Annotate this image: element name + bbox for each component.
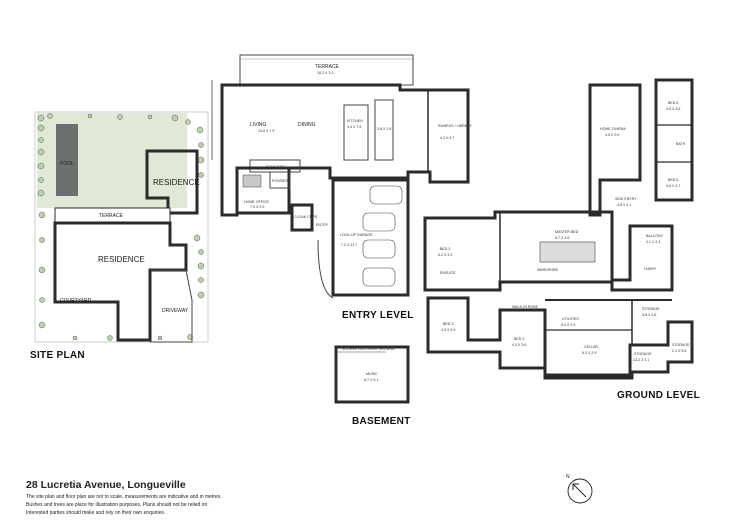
ground-side-entry-dims: 4.8 X 4.1: [617, 203, 631, 207]
ground-master-bed-dims: 6.7 X 3.8: [555, 236, 569, 240]
ground-level: HOME CINEMA 4.5 X 9.0 BED 6 3.6 X 3.6 BA…: [423, 78, 700, 401]
ground-lower-walls: [426, 296, 694, 380]
site-label-residence-upper: RESIDENCE: [153, 178, 200, 187]
ground-side-entry-name: SIDE ENTRY: [615, 197, 637, 201]
ground-middle-walls: [423, 210, 674, 292]
basement-title: BASEMENT: [352, 416, 411, 427]
basement-music-dims: 6.7 X 5.1: [364, 378, 378, 382]
entry-living-dims: 10.8 X 7.9: [258, 129, 274, 133]
site-label-terrace: TERRACE: [99, 213, 124, 219]
site-trees: [37, 113, 205, 341]
site-boundary: [34, 111, 209, 343]
entry-level-title: ENTRY LEVEL: [342, 310, 414, 321]
ground-utilities-name: UTILITIES: [562, 317, 579, 321]
entry-terrace-dims: 18.2 X 3.3: [317, 71, 333, 75]
ground-bed4-name: BED 4: [514, 337, 524, 341]
basement: ACCESS VIA LOWER GROUND MUSIC 6.7 X 5.1 …: [334, 345, 411, 427]
site-plan-title: SITE PLAN: [30, 350, 85, 361]
entry-cloak-name: CLOAK CUPD: [294, 215, 318, 219]
entry-office-name: HOME OFFICE: [244, 200, 270, 204]
entry-garage: [331, 178, 410, 297]
ground-storage3-name: STORAGE: [672, 343, 690, 347]
entry-powder: [269, 171, 291, 189]
ground-bed3-dims: 4.5 X 4.9: [441, 328, 455, 332]
entry-kitchen: [343, 104, 369, 161]
site-label-courtyard: COURTYARD: [60, 298, 92, 304]
ground-cinema-dims: 4.5 X 9.0: [605, 133, 619, 137]
entry-terrace-name: TERRACE: [315, 64, 340, 70]
ground-bed5-dims: 3.6 X 3.7: [666, 184, 680, 188]
entry-cloak: [290, 203, 314, 232]
site-pool: [56, 124, 78, 196]
ground-cellar-name: CELLAR: [584, 345, 598, 349]
entry-level: TERRACE 18.2 X 3.3 LIVING 10.8 X 7.9 DIN…: [211, 54, 472, 321]
compass-label: N: [566, 474, 570, 480]
entry-rumpus-dims: 4.3 X 6.7: [440, 136, 454, 140]
basement-access-name: ACCESS VIA LOWER GROUND: [342, 347, 395, 351]
ground-storage1-name: STORAGE: [642, 307, 660, 311]
ground-level-title: GROUND LEVEL: [617, 390, 700, 401]
site-label-pool: POOL: [60, 161, 74, 167]
entry-rumpus-name: RUMPUS / LIBRARY: [438, 124, 472, 128]
ground-bed6-dims: 3.6 X 3.6: [666, 107, 680, 111]
entry-office-dims: 7.0 X 2.9: [250, 205, 264, 209]
compass-icon: [567, 478, 593, 504]
ground-storage2-dims: 13.2 X 4.1: [633, 358, 649, 362]
compass: N: [566, 474, 593, 504]
ground-balcony-name: BALCONY: [646, 234, 664, 238]
ground-bed2-name: BED 2: [440, 247, 450, 251]
property-address: 28 Lucretia Avenue, Longueville: [26, 479, 186, 491]
ground-master-bed-furniture: [539, 241, 596, 263]
site-residence-main: [53, 221, 188, 342]
site-label-residence-main: RESIDENCE: [98, 255, 145, 264]
ground-bed6-name: BED 6: [668, 101, 678, 105]
entry-kitchen2-dims: 3.6 X 1.8: [377, 127, 391, 131]
basement-music-name: MUSIC: [366, 372, 378, 376]
entry-kitchen-name: KITCHEN: [347, 119, 363, 123]
ground-storage3-dims: 2.1 X 5.6: [672, 349, 686, 353]
ground-balcony-dims: 4.1 X 2.4: [646, 240, 660, 244]
ground-bath-name: BATH: [676, 142, 686, 146]
ground-storage2-name: STORAGE: [634, 352, 652, 356]
basement-room: [334, 345, 410, 404]
ground-cellar-dims: 8.3 X 2.9: [582, 351, 596, 355]
entry-driveway-curve: [317, 239, 334, 299]
entry-entry-name: ENTRY: [316, 223, 329, 227]
ground-utilities-dims: 6.4 X 1.9: [561, 323, 575, 327]
ground-laundry-name: LNDRY: [644, 267, 657, 271]
ground-wardrobe-name: WARDROBE: [537, 268, 559, 272]
disclaimer-line-2: Bushes and trees are place for illustrat…: [26, 502, 209, 508]
ground-bed-wing: [654, 78, 694, 202]
ground-bed2-dims: 5.2 X 4.3: [438, 253, 452, 257]
ground-walk-in-robe-name: WALK-IN ROBE: [512, 305, 539, 309]
entry-garage-name: LOCK-UP GARAGE: [340, 233, 373, 237]
ground-cinema-name: HOME CINEMA: [600, 127, 626, 131]
garage-cars: [362, 185, 403, 287]
site-label-driveway: DRIVEWAY: [162, 308, 189, 314]
disclaimer-line-1: The site plan and floor plan are not to …: [26, 494, 222, 500]
ground-bed3-name: BED 3: [443, 322, 453, 326]
ground-bed4-dims: 4.4 X 3.6: [512, 343, 526, 347]
entry-office-desk: [242, 174, 262, 188]
ground-storage1-dims: 3.8 X 4.6: [642, 313, 656, 317]
site-driveway: [150, 269, 193, 343]
entry-powder-name: POWDER: [272, 179, 289, 183]
entry-home-office: [235, 166, 291, 215]
entry-kitchen-dims: 4.4 X 7.5: [347, 125, 361, 129]
ground-ensuite-name: ENSUITE: [440, 271, 456, 275]
entry-terrace: [239, 54, 414, 86]
ground-cinema-wing: [588, 83, 642, 217]
entry-living-name: LIVING: [250, 122, 267, 128]
entry-kitchen-2: [374, 99, 394, 161]
ground-master-bed-name: MASTER BED: [555, 230, 579, 234]
ground-bed5-name: BED 5: [668, 178, 678, 182]
site-plan: POOL RESIDENCE TERRACE RESIDENCE COURTYA…: [30, 111, 209, 361]
entry-dining-name: DINING: [298, 122, 316, 128]
disclaimer-line-3: Interested parties should make and rely …: [26, 510, 166, 516]
entry-garage-dims: 7.2 X 11.7: [341, 243, 357, 247]
